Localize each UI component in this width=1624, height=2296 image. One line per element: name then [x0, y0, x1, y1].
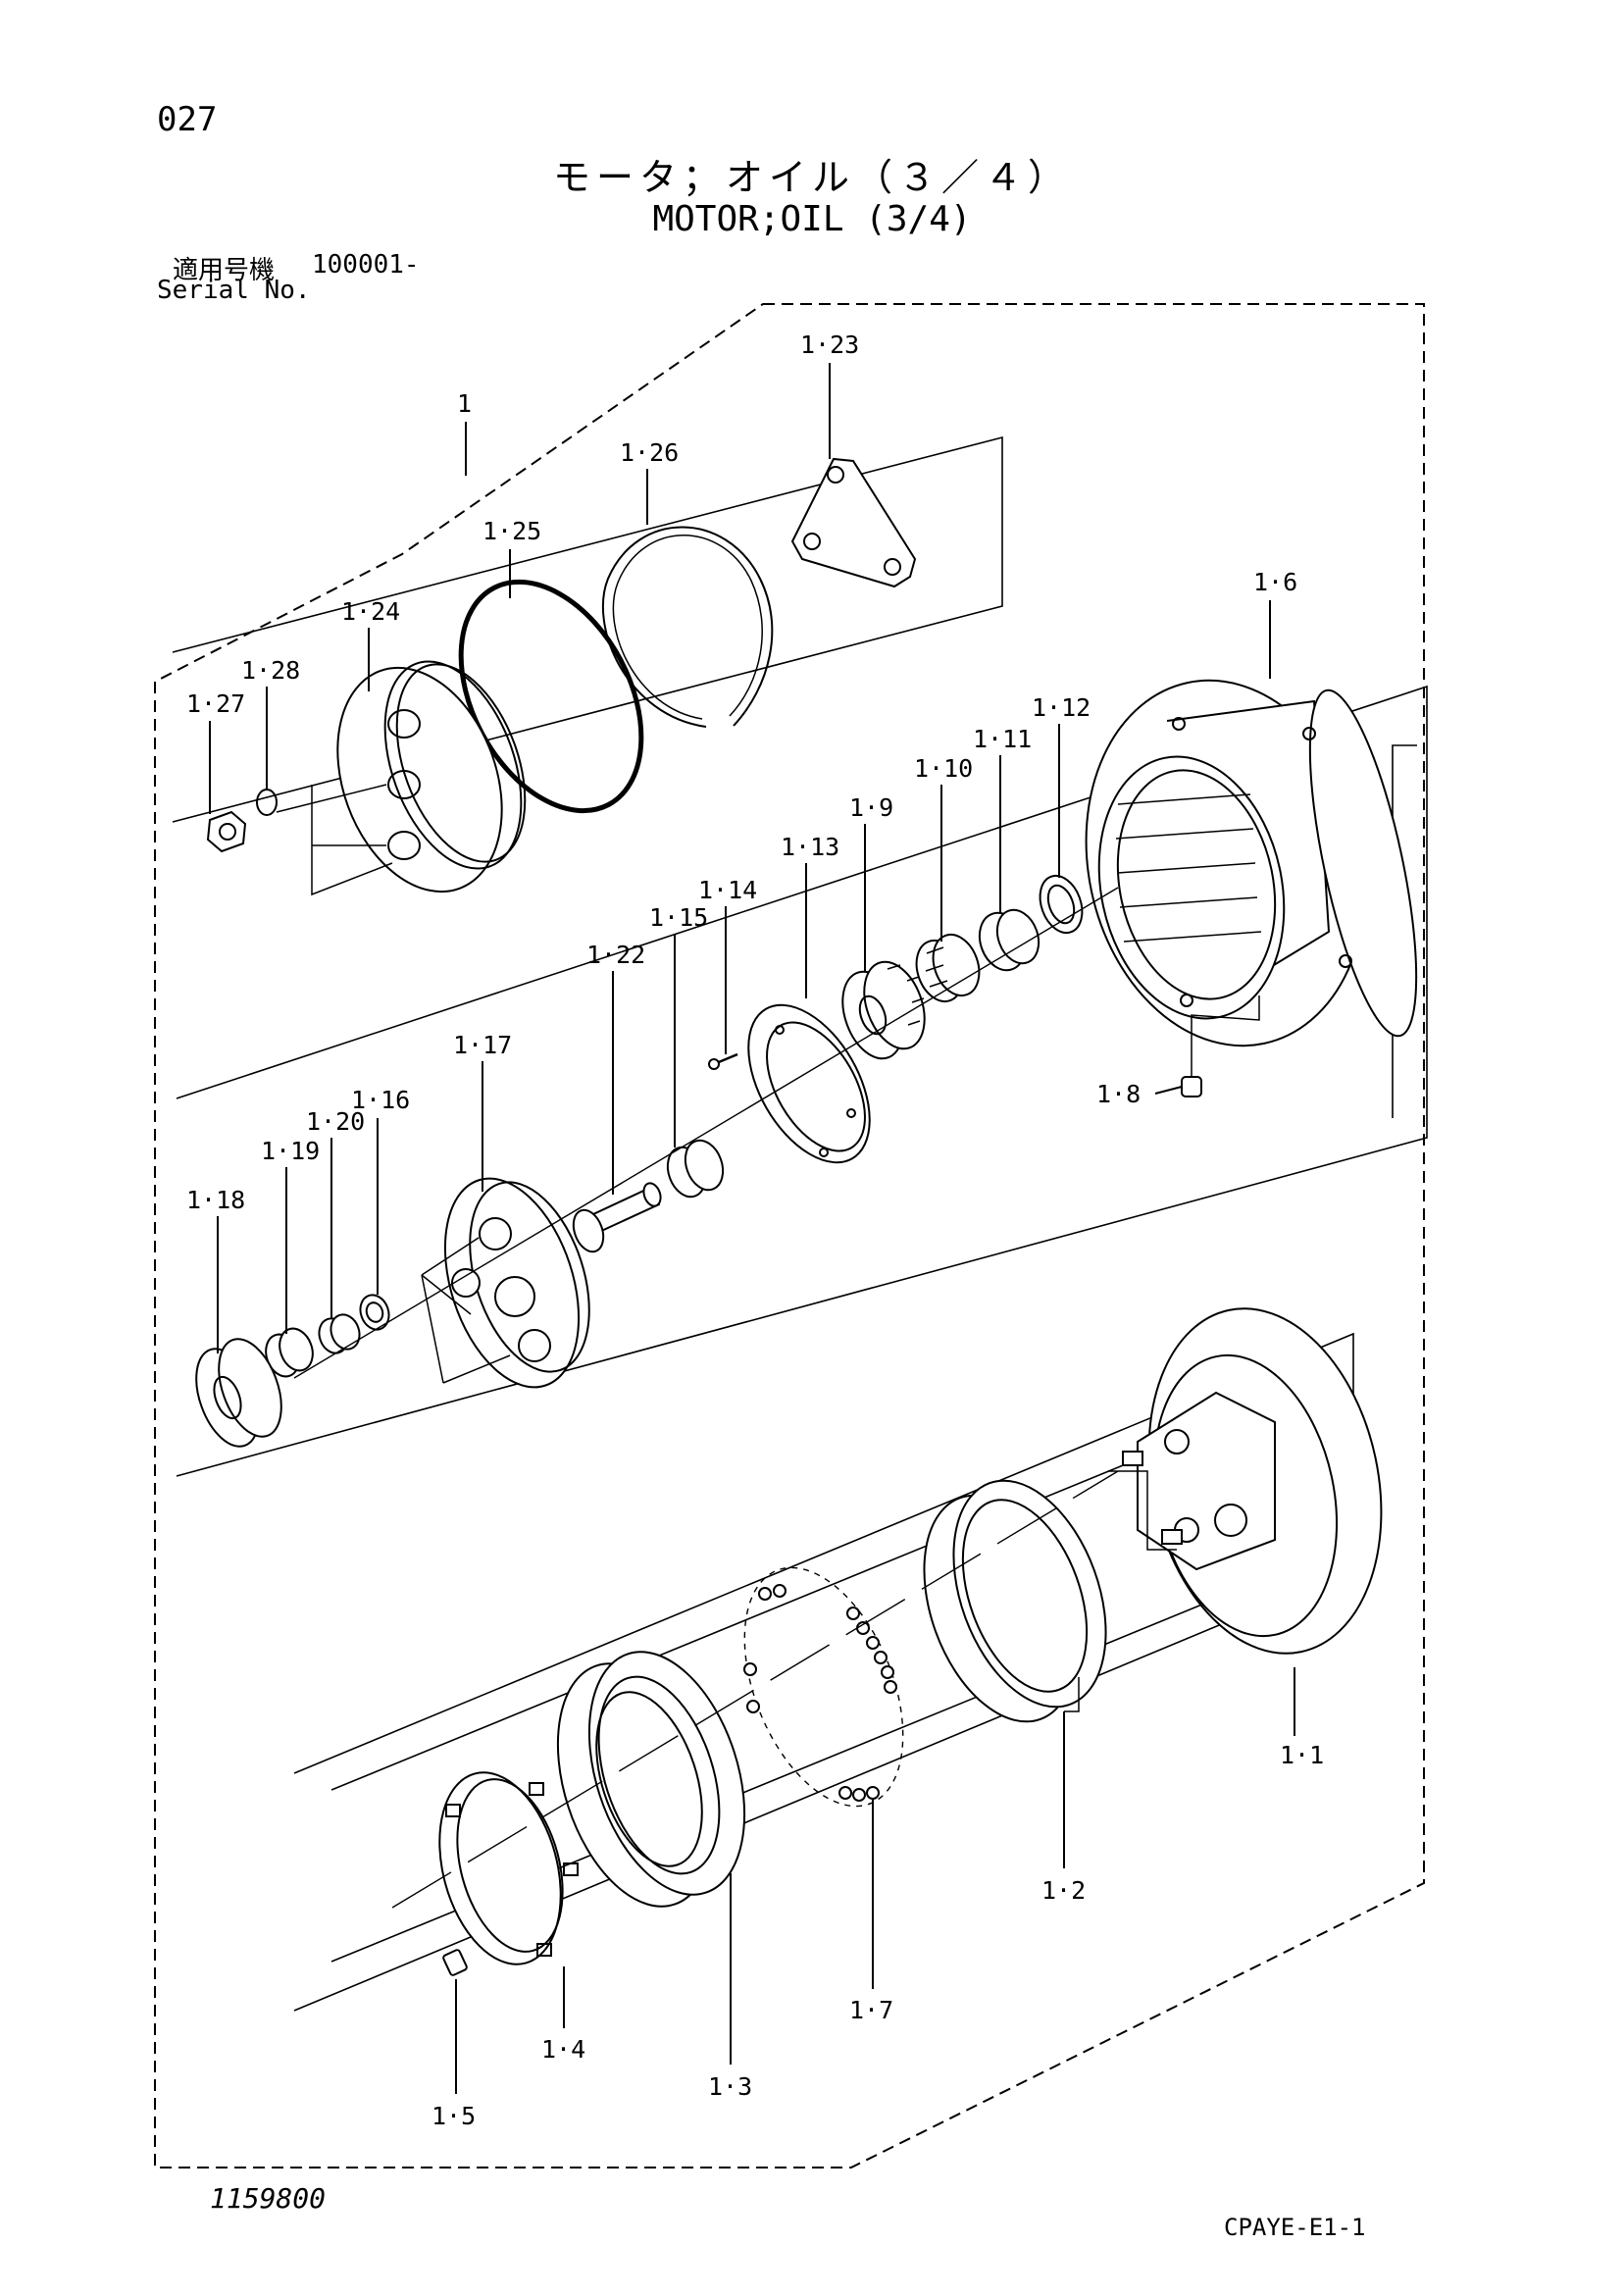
part-1-14-screw[interactable] [708, 1052, 738, 1070]
part-1-12-thrust-washer[interactable] [1033, 870, 1090, 939]
callout-1-26: 1·26 [620, 438, 679, 467]
callout-1-12: 1·12 [1032, 693, 1091, 722]
assembly-boundary [154, 303, 1425, 2168]
part-1-26-snap-ring[interactable] [601, 526, 774, 728]
part-1-3-main-bearing[interactable] [530, 1632, 773, 1926]
center-axis-upper [293, 887, 1119, 1379]
cover-port-line-1 [276, 784, 387, 813]
part-1-23-plate[interactable] [790, 457, 917, 588]
title-japanese: モータ；オイル（３／４） [552, 156, 1071, 199]
part-1-5-set-screw[interactable] [442, 1949, 468, 1976]
callout-1-28: 1·28 [241, 656, 300, 685]
part-1-20-bushing[interactable] [315, 1310, 365, 1356]
callout-1-17: 1·17 [453, 1031, 512, 1059]
part-1-27-plug[interactable] [206, 810, 247, 853]
callout-1-10: 1·10 [914, 754, 973, 783]
callout-1-25: 1·25 [482, 517, 541, 545]
cover-port-bracket [311, 785, 393, 896]
callout-1-9: 1·9 [849, 793, 893, 822]
callout-1-11: 1·11 [973, 725, 1032, 753]
part-1-22-shaft[interactable] [568, 1181, 663, 1255]
plug-1-8-bracket [1191, 995, 1260, 1077]
part-1-9-planet-gear[interactable] [832, 953, 936, 1067]
part-1-2-floating-seal[interactable] [895, 1459, 1135, 1742]
callout-1-5: 1·5 [431, 2102, 476, 2130]
callout-1-19: 1·19 [261, 1137, 320, 1165]
serial-value: 100001- [312, 250, 420, 280]
serial-label-japanese: 適用号機 [173, 256, 276, 285]
center-axis-lower [391, 1470, 1119, 1909]
callout-1-27: 1·27 [186, 689, 245, 718]
leader-1-8 [1154, 1086, 1183, 1095]
part-1-6-ring-gear-housing[interactable] [1053, 654, 1439, 1072]
part-1-11-bushing[interactable] [972, 904, 1045, 977]
cover-group-bracket [172, 435, 1003, 823]
part-1-18-planet-gear[interactable] [184, 1331, 293, 1455]
housing-pin-bracket [1108, 1470, 1177, 1551]
callout-1-16: 1·16 [351, 1086, 410, 1114]
serial-label-english: Serial No. [157, 276, 311, 305]
part-1-4-ring-nut[interactable] [420, 1759, 581, 1977]
part-1-8-plug[interactable] [1181, 1076, 1202, 1097]
part-1-1-motor-housing[interactable] [1119, 1287, 1412, 1675]
part-1-24-cover[interactable] [308, 642, 549, 914]
callout-1-8: 1·8 [1096, 1080, 1141, 1108]
callout-1-7: 1·7 [849, 1996, 893, 2024]
part-1-17-planet-carrier[interactable] [421, 1161, 611, 1404]
part-1-28-o-ring[interactable] [256, 789, 278, 816]
callout-1-4: 1·4 [541, 2035, 585, 2064]
callout-1-23: 1·23 [800, 331, 859, 359]
part-1-16-thrust-washer[interactable] [356, 1291, 394, 1333]
callout-1-3: 1·3 [708, 2072, 752, 2101]
callout-1-20: 1·20 [306, 1107, 365, 1136]
title-english: MOTOR;OIL (3/4) [652, 199, 972, 239]
callout-1-24: 1·24 [341, 597, 400, 626]
callout-1: 1 [457, 389, 472, 418]
callout-1-15: 1·15 [649, 903, 708, 932]
callout-1-14: 1·14 [698, 876, 757, 904]
ring-group-bracket [176, 685, 1428, 1477]
part-1-7-steel-balls[interactable] [713, 1545, 935, 1829]
part-1-13-thrust-plate[interactable] [724, 985, 895, 1183]
part-1-10-needle-bearing[interactable] [908, 928, 987, 1007]
seal-bracket [1064, 1677, 1080, 1712]
callout-1-13: 1·13 [781, 833, 839, 861]
callout-1-18: 1·18 [186, 1186, 245, 1214]
carrier-pin-lines [421, 1237, 511, 1384]
callout-1-6: 1·6 [1253, 568, 1297, 596]
catalog-code: CPAYE-E1-1 [1224, 2214, 1366, 2241]
drawing-number: 1159800 [210, 2182, 327, 2215]
callout-1-2: 1·2 [1041, 1876, 1086, 1905]
callout-1-22: 1·22 [586, 941, 645, 969]
page-number: 027 [157, 100, 218, 139]
callout-1-1: 1·1 [1280, 1741, 1324, 1769]
part-1-15-sun-gear[interactable] [661, 1135, 730, 1201]
